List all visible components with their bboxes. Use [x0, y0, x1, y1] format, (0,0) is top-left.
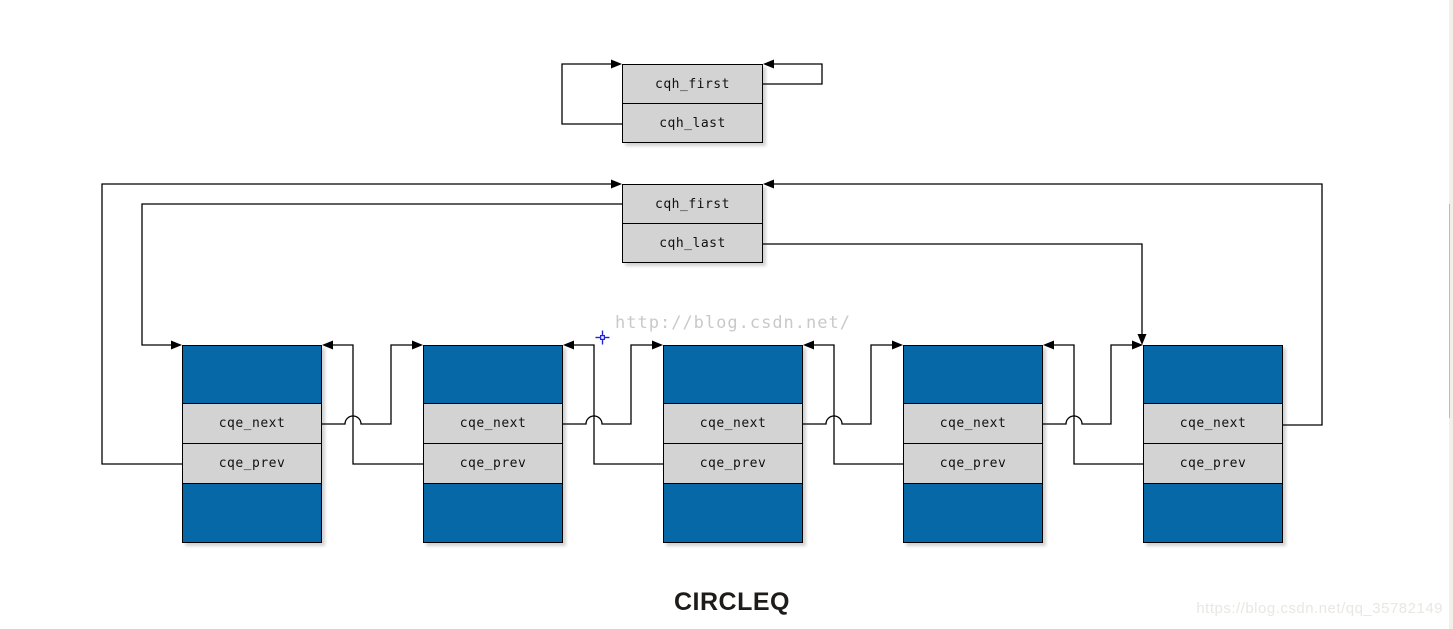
- empty-head-cqh-last-cell: cqh_last: [623, 103, 762, 142]
- arrowhead-right-icon: [171, 340, 182, 350]
- node-data-band: [424, 483, 562, 542]
- cqe-next-label: cqe_next: [218, 416, 286, 431]
- edge-node2-next-to-node3: [563, 344, 653, 425]
- empty-head-box: cqh_first cqh_last: [622, 64, 763, 143]
- node-data-band: [1144, 346, 1282, 404]
- arrowhead-right-icon: [611, 59, 622, 69]
- crosshair-cursor-icon: [595, 330, 610, 345]
- arrowhead-left-icon: [1043, 340, 1054, 350]
- node-1-cqe-prev-cell: cqe_prev: [183, 443, 321, 483]
- cqe-prev-label: cqe_prev: [218, 456, 286, 471]
- arrowhead-right-icon: [892, 340, 903, 350]
- edge-head-first-to-node1: [141, 203, 622, 346]
- edge-node3-next-to-node4: [803, 344, 893, 425]
- arrowhead-left-icon: [322, 340, 333, 350]
- arrowhead-left-icon: [563, 340, 574, 350]
- cqe-next-label: cqe_next: [459, 416, 527, 431]
- node-4: cqe_next cqe_prev: [903, 345, 1043, 543]
- node-data-band: [904, 346, 1042, 404]
- node-3-cqe-next-cell: cqe_next: [664, 404, 802, 443]
- edge-node4-next-to-node5: [1043, 344, 1133, 425]
- node-5-cqe-prev-cell: cqe_prev: [1144, 443, 1282, 483]
- node-3-cqe-prev-cell: cqe_prev: [664, 443, 802, 483]
- cqe-next-label: cqe_next: [1179, 416, 1247, 431]
- head-cqh-first-cell: cqh_first: [623, 185, 762, 223]
- edge-node5-prev-to-node4: [1053, 344, 1143, 465]
- arrowhead-left-icon: [763, 59, 774, 69]
- node-1: cqe_next cqe_prev: [182, 345, 322, 543]
- node-data-band: [183, 483, 321, 542]
- arrowhead-right-icon: [412, 340, 423, 350]
- node-4-cqe-prev-cell: cqe_prev: [904, 443, 1042, 483]
- page-scrollbar[interactable]: [1449, 0, 1453, 629]
- node-data-band: [664, 483, 802, 542]
- diagram-title: CIRCLEQ: [674, 588, 790, 616]
- arrowhead-right-icon: [611, 179, 622, 189]
- cqe-prev-label: cqe_prev: [699, 456, 767, 471]
- head-box: cqh_first cqh_last: [622, 184, 763, 263]
- node-4-cqe-next-cell: cqe_next: [904, 404, 1042, 443]
- cqe-prev-label: cqe_prev: [459, 456, 527, 471]
- node-data-band: [664, 346, 802, 404]
- edge-node4-prev-to-node3: [813, 344, 903, 465]
- cqe-next-label: cqe_next: [699, 416, 767, 431]
- node-5: cqe_next cqe_prev: [1143, 345, 1283, 543]
- csdn-watermark-center: http://blog.csdn.net/: [615, 313, 851, 333]
- cqe-next-label: cqe_next: [939, 416, 1007, 431]
- arrowhead-left-icon: [803, 340, 814, 350]
- cqh-first-label: cqh_first: [655, 196, 730, 212]
- node-3: cqe_next cqe_prev: [663, 345, 803, 543]
- edge-node1-next-to-node2: [322, 344, 413, 425]
- cqh-last-label: cqh_last: [659, 115, 726, 131]
- node-2-cqe-next-cell: cqe_next: [424, 404, 562, 443]
- node-data-band: [904, 483, 1042, 542]
- edge-empty-last-self: [561, 63, 622, 125]
- cqe-prev-label: cqe_prev: [1179, 456, 1247, 471]
- edge-empty-first-self: [763, 63, 823, 85]
- node-1-cqe-next-cell: cqe_next: [183, 404, 321, 443]
- cqh-last-label: cqh_last: [659, 235, 726, 251]
- node-2: cqe_next cqe_prev: [423, 345, 563, 543]
- node-5-cqe-next-cell: cqe_next: [1144, 404, 1282, 443]
- edge-node2-prev-to-node1: [332, 344, 423, 465]
- edge-node3-prev-to-node2: [573, 344, 663, 465]
- arrowhead-right-icon: [1132, 340, 1143, 350]
- head-cqh-last-cell: cqh_last: [623, 223, 762, 262]
- cqh-first-label: cqh_first: [655, 76, 730, 92]
- node-2-cqe-prev-cell: cqe_prev: [424, 443, 562, 483]
- node-data-band: [1144, 483, 1282, 542]
- csdn-watermark-corner: https://blog.csdn.net/qq_35782149: [1196, 600, 1443, 617]
- arrowhead-left-icon: [763, 179, 774, 189]
- node-data-band: [183, 346, 321, 404]
- cqe-prev-label: cqe_prev: [939, 456, 1007, 471]
- empty-head-cqh-first-cell: cqh_first: [623, 65, 762, 103]
- selection-edge-line: [1449, 204, 1450, 418]
- arrowhead-down-icon: [1137, 334, 1147, 345]
- node-data-band: [424, 346, 562, 404]
- arrowhead-right-icon: [652, 340, 663, 350]
